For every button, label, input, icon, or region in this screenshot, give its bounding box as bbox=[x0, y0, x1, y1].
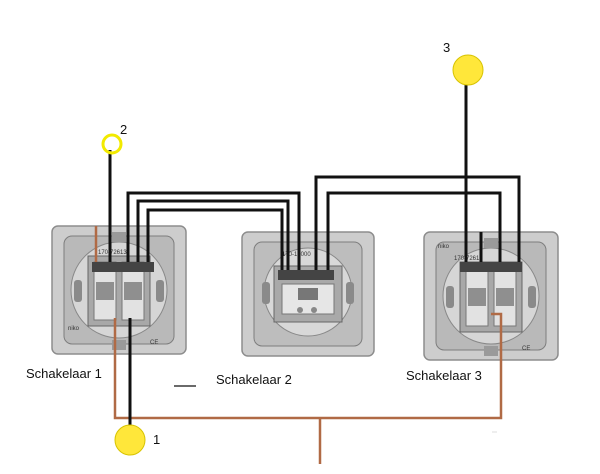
lamp-2-number: 2 bbox=[120, 122, 128, 137]
lamp-1-icon bbox=[114, 424, 146, 456]
switch-3-label: Schakelaar 3 bbox=[406, 368, 482, 383]
switch-1-plate: 170-72613 niko CE bbox=[51, 225, 187, 355]
switch-2-code: 170-17000 bbox=[282, 252, 311, 258]
lamp-3-number: 3 bbox=[443, 40, 451, 55]
switch-2-plate: 170-17000 bbox=[241, 231, 375, 357]
lamp-3-icon bbox=[452, 54, 484, 86]
switch-2-label: Schakelaar 2 bbox=[216, 372, 292, 387]
svg-text:CE: CE bbox=[150, 340, 158, 346]
svg-text:CE: CE bbox=[522, 346, 530, 352]
switch-3-marking: niko bbox=[438, 244, 450, 250]
switch-1-marking: niko bbox=[68, 326, 80, 332]
black-wires bbox=[108, 84, 521, 428]
lamp-2-icon bbox=[101, 133, 123, 155]
switch-1-code: 170-72613 bbox=[98, 250, 127, 256]
switch-1-label: Schakelaar 1 bbox=[26, 366, 102, 381]
switch-3-plate: 170-72613 niko CE bbox=[423, 231, 559, 361]
terminals bbox=[92, 262, 522, 280]
switch-3-code: 170-72613 bbox=[454, 256, 483, 262]
brown-wires bbox=[94, 226, 503, 464]
lamp-1-number: 1 bbox=[153, 432, 161, 447]
